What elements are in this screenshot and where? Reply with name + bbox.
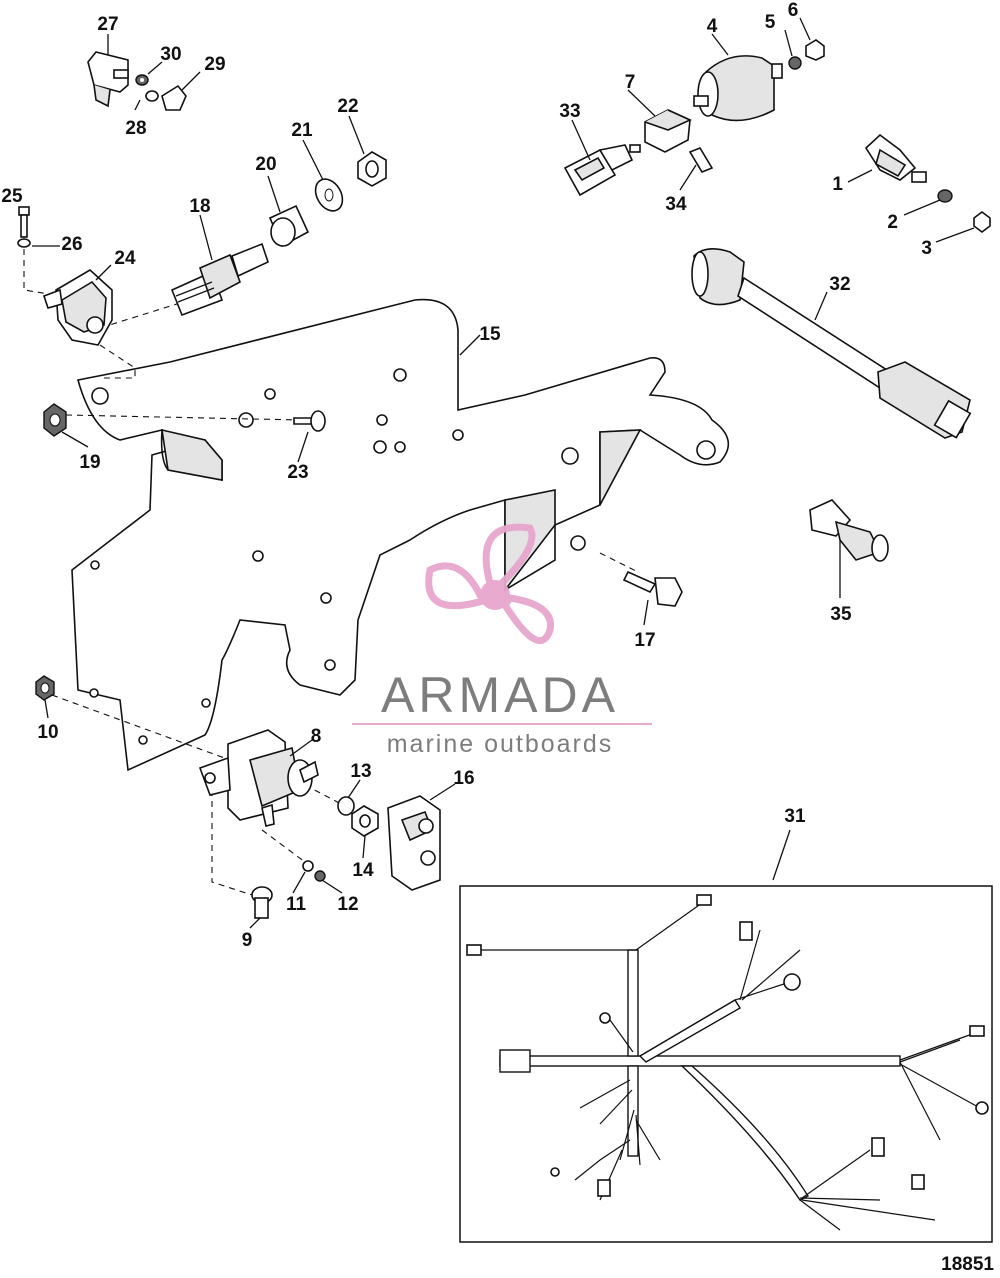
part-30-washer: [135, 74, 149, 86]
callout-15: 15: [479, 324, 501, 345]
part-21-washer: [314, 178, 344, 212]
part-12-nut: [314, 870, 326, 882]
part-5-washer: [788, 56, 802, 70]
part-9-bolt: [251, 886, 273, 919]
callout-14: 14: [352, 860, 374, 881]
part-24-switch: [42, 269, 113, 346]
part-10-nut: [35, 675, 55, 701]
part-29-terminal: [161, 84, 187, 111]
callout-30: 30: [160, 44, 181, 65]
callout-31: 31: [784, 806, 806, 827]
part-2-washer: [937, 189, 953, 203]
callout-19: 19: [79, 452, 100, 473]
part-14-nut: [351, 805, 379, 837]
callout-34: 34: [665, 194, 687, 215]
callout-17: 17: [634, 630, 655, 651]
part-33-sensor: [563, 144, 641, 197]
alignment-lines: [23, 238, 639, 896]
part-28-nut: [145, 90, 159, 102]
callout-2: 2: [887, 212, 898, 233]
part-16-fuse-holder: [387, 795, 441, 891]
callout-21: 21: [291, 120, 313, 141]
part-3-nut: [973, 211, 991, 233]
part-32-sensor: [691, 248, 972, 439]
part-8-solenoid: [198, 729, 319, 827]
propeller-logo-icon: [425, 523, 554, 644]
part-35-sensor: [809, 499, 889, 562]
callout-33: 33: [559, 101, 580, 122]
callout-4: 4: [707, 16, 718, 37]
callout-24: 24: [114, 248, 136, 269]
callout-5: 5: [765, 12, 776, 33]
callout-29: 29: [204, 54, 225, 75]
callout-12: 12: [337, 894, 358, 915]
leader-lines: [32, 17, 975, 929]
callout-20: 20: [255, 154, 276, 175]
callout-25: 25: [1, 186, 23, 207]
callout-32: 32: [829, 274, 850, 295]
mounting-bracket: [71, 298, 730, 772]
callout-13: 13: [350, 761, 371, 782]
callout-26: 26: [61, 234, 82, 255]
part-19-nut: [43, 403, 67, 437]
part-23-bolt: [293, 410, 326, 432]
part-18-stud: [170, 242, 269, 317]
callout-7: 7: [625, 72, 636, 93]
part-26-washer: [17, 238, 31, 248]
part-4-sender: [693, 55, 783, 122]
callout-35: 35: [830, 604, 852, 625]
part-27-sensor: [87, 51, 129, 108]
part-31-harness-inset: [459, 885, 993, 1243]
part-20-spacer: [268, 204, 310, 248]
part-6-nut: [805, 39, 825, 61]
callout-1: 1: [832, 174, 843, 195]
callout-16: 16: [453, 768, 474, 789]
part-22-nut: [357, 151, 387, 187]
part-11-washer: [302, 860, 314, 872]
part-25-screw: [18, 206, 30, 238]
part-1-switch: [864, 133, 927, 183]
callout-3: 3: [921, 238, 932, 259]
part-17-bolt: [622, 570, 683, 607]
part-13-washer: [337, 796, 355, 816]
callout-28: 28: [125, 118, 146, 139]
figure-number: 18851: [941, 1254, 994, 1275]
watermark-brand: ARMADA: [381, 667, 619, 723]
watermark-tagline: marine outboards: [387, 730, 614, 758]
callout-6: 6: [788, 0, 799, 21]
callout-10: 10: [37, 722, 58, 743]
callout-8: 8: [311, 726, 322, 747]
callout-11: 11: [286, 894, 307, 915]
part-7-connector: [644, 109, 692, 153]
part-34-pin: [688, 147, 714, 173]
callout-labels: 1 2 3 4 5 6 7 8 9 10 11 12 13 14 15 16 1…: [1, 0, 932, 951]
callout-27: 27: [97, 14, 118, 35]
callout-23: 23: [287, 462, 308, 483]
brand-watermark: ARMADA marine outboards: [352, 523, 652, 758]
callout-18: 18: [189, 196, 210, 217]
callout-9: 9: [242, 930, 253, 951]
callout-22: 22: [337, 96, 358, 117]
